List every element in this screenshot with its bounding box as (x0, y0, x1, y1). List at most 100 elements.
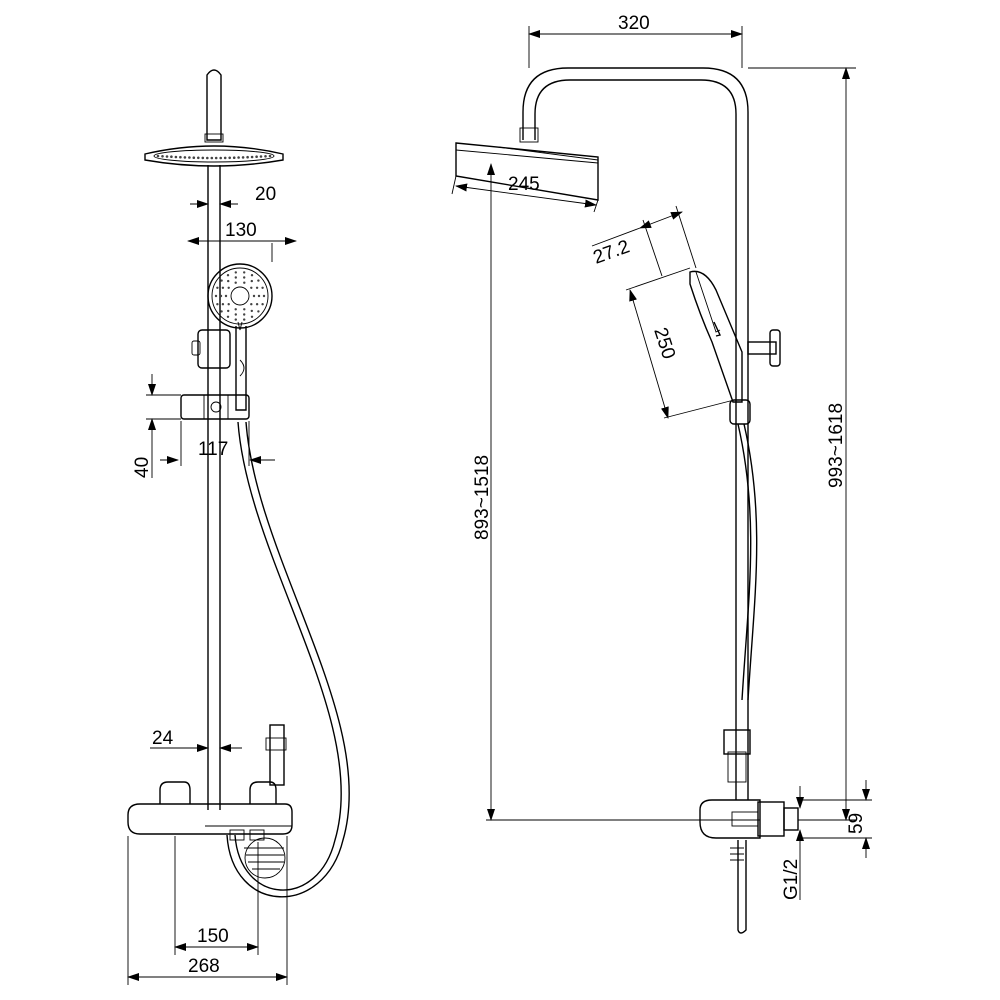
dim-head-height-label: 893~1518 (472, 455, 493, 540)
head-nozzle-dot (201, 156, 205, 160)
dim-pipe-24: 24 (150, 728, 242, 752)
hand-nozzle-dot (250, 309, 253, 313)
dim-holder-117-label: 117 (198, 439, 228, 460)
hand-nozzle-dot (250, 286, 253, 289)
side-main-rail (735, 132, 749, 800)
hand-nozzle-dot (227, 286, 230, 289)
front-top-stub (204, 69, 224, 143)
dim-mixer-268-label: 268 (188, 956, 220, 977)
head-nozzle-dot (174, 155, 178, 159)
head-nozzle-dot (192, 156, 196, 159)
hand-nozzle-dot (234, 318, 237, 321)
hand-nozzle-dot (216, 286, 219, 289)
dim-mixer-268: 268 (127, 836, 288, 985)
dim-holder-40: 40 (132, 374, 181, 478)
hand-nozzle-dot (255, 286, 259, 289)
dim-arm-20-label: 20 (255, 184, 276, 205)
hand-nozzle-dot (243, 308, 246, 311)
dim-arm-reach-320: 320 (528, 13, 743, 68)
hand-nozzle-dot (243, 276, 246, 279)
head-nozzle-dot (232, 156, 236, 159)
hand-nozzle-dot (257, 279, 260, 282)
dim-hand-length-250-label: 250 (649, 325, 679, 362)
hand-nozzle-dot (250, 279, 253, 283)
hand-nozzle-dot (255, 303, 259, 306)
hand-nozzle-dot (252, 294, 256, 298)
side-hand-shower (689, 270, 743, 403)
dim-thread-g12-label: G1/2 (781, 859, 802, 900)
front-slide-holder (180, 329, 250, 420)
hand-nozzle-dot (220, 310, 223, 313)
hand-nozzle-dot (243, 281, 246, 284)
side-hose (737, 423, 758, 701)
dim-inlet-150-label: 150 (197, 926, 229, 947)
head-nozzle-dot (241, 156, 245, 159)
dim-hand-length-250: 250 (625, 267, 735, 419)
hand-nozzle-dot (226, 274, 230, 277)
dim-head-245: 245 (451, 174, 599, 213)
head-nozzle-dot (206, 156, 209, 160)
head-nozzle-dot (210, 156, 214, 160)
hand-nozzle-dot (243, 318, 246, 321)
dim-inlet-150: 150 (174, 836, 259, 955)
dim-hand-diameter-130: 130 (187, 220, 297, 262)
dim-holder-117: 117 (160, 421, 275, 466)
head-nozzle-dot (197, 156, 200, 160)
hand-nozzle-dot (234, 313, 237, 316)
head-nozzle-dot (156, 154, 160, 158)
front-head-shower (144, 145, 284, 167)
hand-nozzle-dot (250, 315, 254, 318)
head-nozzle-dot (259, 155, 263, 158)
hand-nozzle-dot (227, 279, 230, 283)
head-nozzle-dot (219, 156, 222, 160)
hand-nozzle-dot (219, 294, 223, 298)
hand-nozzle-dot (250, 303, 253, 306)
head-nozzle-dot (250, 155, 254, 159)
head-nozzle-dot (255, 155, 258, 158)
hand-nozzle-dot (216, 303, 219, 306)
hand-nozzle-dot (224, 294, 228, 298)
front-hand-shower (207, 263, 273, 411)
dim-hand-head-27-label: 27.2 (591, 236, 633, 268)
hand-nozzle-dot (243, 313, 246, 316)
side-overhead-arm (519, 67, 749, 143)
hand-nozzle-dot (227, 309, 230, 313)
hand-nozzle-dot (234, 281, 237, 284)
front-view: 20 130 40 117 (127, 69, 350, 985)
dim-hand-head-27: 27.2 (591, 205, 697, 277)
side-holder (729, 399, 751, 425)
hand-nozzle-dot (221, 286, 225, 289)
head-nozzle-dot (165, 155, 169, 158)
dim-hand-diameter-130-label: 130 (225, 220, 257, 241)
head-nozzle-dot (264, 155, 267, 158)
head-nozzle-dot (228, 156, 231, 160)
hand-nozzle-dot (234, 308, 237, 311)
head-nozzle-dot (246, 155, 249, 159)
hand-nozzle-dot (257, 294, 261, 298)
head-nozzle-dot (268, 154, 272, 158)
hand-nozzle-dot (262, 294, 266, 298)
dim-thread-g12: G1/2 (781, 786, 804, 900)
hand-nozzle-dot (234, 276, 237, 279)
head-nozzle-dot (214, 156, 218, 160)
hand-nozzle-dot (261, 303, 264, 306)
dim-outlet-59: 59 (798, 780, 872, 858)
head-nozzle-dot (237, 156, 240, 159)
hand-nozzle-dot (227, 303, 230, 306)
head-nozzle-dot (223, 156, 227, 160)
dim-total-height-label: 993~1618 (826, 403, 847, 488)
dim-head-245-label: 245 (508, 174, 540, 195)
hand-nozzle-dot (221, 303, 225, 306)
hand-nozzle-dot (234, 271, 237, 274)
front-inlet-spiral (244, 837, 286, 879)
front-main-rail (207, 165, 221, 810)
hand-nozzle-dot (226, 315, 230, 318)
side-view: 320 245 27.2 250 893~1518 (451, 13, 872, 934)
dim-pipe-24-label: 24 (152, 728, 174, 749)
head-nozzle-dot (183, 156, 187, 159)
head-nozzle-dot (188, 156, 191, 159)
head-nozzle-dot (161, 155, 164, 158)
front-hose (226, 421, 350, 898)
dim-arm-reach-320-label: 320 (618, 13, 650, 34)
dim-total-height: 993~1618 (748, 67, 856, 821)
